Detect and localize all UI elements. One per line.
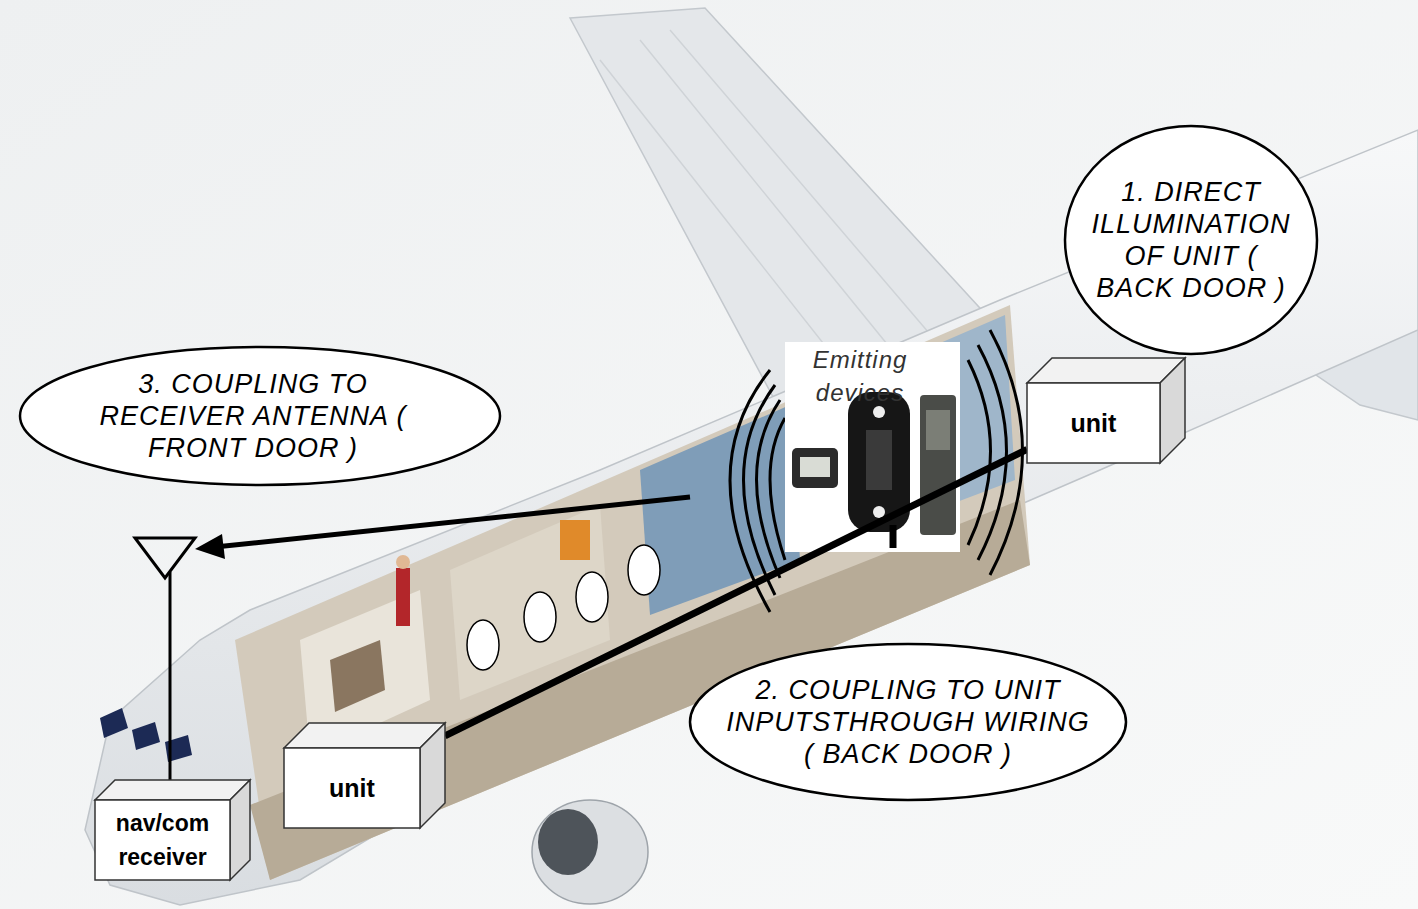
- ellipse-shape: [690, 644, 1126, 800]
- device-hole: [873, 406, 885, 418]
- text-area: nav/com receiver: [95, 800, 230, 880]
- node-label: 1. DIRECT ILLUMINATION OF UNIT ( BACK DO…: [1083, 176, 1299, 304]
- cabin-seats: [640, 405, 800, 615]
- avionics-unit: unit: [284, 723, 445, 828]
- callout-ellipse: 2. COUPLING TO UNIT INPUTSTHROUGH WIRING…: [688, 642, 1128, 802]
- wave-arc: [968, 360, 991, 545]
- fuselage: [85, 130, 1418, 905]
- arrow-head: [195, 534, 225, 559]
- box-front-face: [284, 748, 420, 828]
- device-handset: [920, 395, 956, 535]
- text-area: unit: [1027, 383, 1160, 463]
- ellipse-shape: [20, 347, 500, 485]
- wiring-stub: [890, 525, 897, 548]
- box-top-face: [95, 780, 250, 800]
- avionics-unit: unit: [1027, 358, 1185, 463]
- device-phone: [792, 448, 838, 488]
- window-oval: [628, 545, 660, 595]
- box-side-face: [1160, 358, 1185, 463]
- node-label: nav/com receiver: [95, 806, 230, 874]
- emitter-group: Emitting devices: [785, 342, 960, 552]
- wave-arc: [757, 400, 781, 578]
- device-keys: [926, 410, 950, 450]
- cockpit-window: [100, 708, 128, 738]
- wave-arc: [978, 345, 1007, 560]
- antenna-symbol: [135, 538, 195, 578]
- node-label: 3. COUPLING TO RECEIVER ANTENNA ( FRONT …: [98, 368, 408, 464]
- cockpit-window: [132, 722, 160, 750]
- cabin-person: [396, 568, 410, 626]
- device-panel: [785, 342, 960, 552]
- text-area: 3. COUPLING TO RECEIVER ANTENNA ( FRONT …: [98, 345, 408, 487]
- window-oval: [576, 572, 608, 622]
- callout-ellipse: 3. COUPLING TO RECEIVER ANTENNA ( FRONT …: [18, 345, 502, 487]
- window-oval: [524, 592, 556, 642]
- box-side-face: [230, 780, 250, 880]
- device-hole: [873, 506, 885, 518]
- node-label: unit: [1027, 408, 1160, 438]
- device-label: [866, 430, 892, 490]
- node-label: unit: [284, 773, 420, 803]
- antenna-feed: [169, 572, 172, 800]
- cabin-person: [396, 555, 410, 569]
- text-area: 1. DIRECT ILLUMINATION OF UNIT ( BACK DO…: [1083, 124, 1299, 356]
- cabin-table: [330, 640, 385, 712]
- wave-arc: [770, 418, 785, 560]
- cabin-wall: [450, 505, 610, 700]
- node-label: Emitting devices: [785, 343, 935, 409]
- ellipse-shape: [1065, 126, 1317, 354]
- engine-intake: [538, 809, 598, 875]
- engine: [532, 800, 648, 904]
- box-front-face: [1027, 383, 1160, 463]
- window-oval: [467, 620, 499, 670]
- text-area: Emitting devices: [785, 342, 935, 410]
- box-top-face: [284, 723, 445, 748]
- node-label: 2. COUPLING TO UNIT INPUTSTHROUGH WIRING…: [718, 674, 1098, 770]
- text-area: 2. COUPLING TO UNIT INPUTSTHROUGH WIRING…: [718, 642, 1098, 802]
- device-screen: [800, 457, 830, 477]
- cabin-lamp: [560, 520, 590, 560]
- callout-ellipse: 1. DIRECT ILLUMINATION OF UNIT ( BACK DO…: [1063, 124, 1319, 356]
- wing-panel-lines: [600, 30, 935, 390]
- box-top-face: [1027, 358, 1185, 383]
- receiver-unit: nav/com receiver: [95, 780, 250, 880]
- text-area: unit: [284, 748, 420, 828]
- box-front-face: [95, 800, 230, 880]
- coupling-arrow: [215, 497, 690, 547]
- box-side-face: [420, 723, 445, 828]
- ellipse-outline: [1063, 124, 1319, 356]
